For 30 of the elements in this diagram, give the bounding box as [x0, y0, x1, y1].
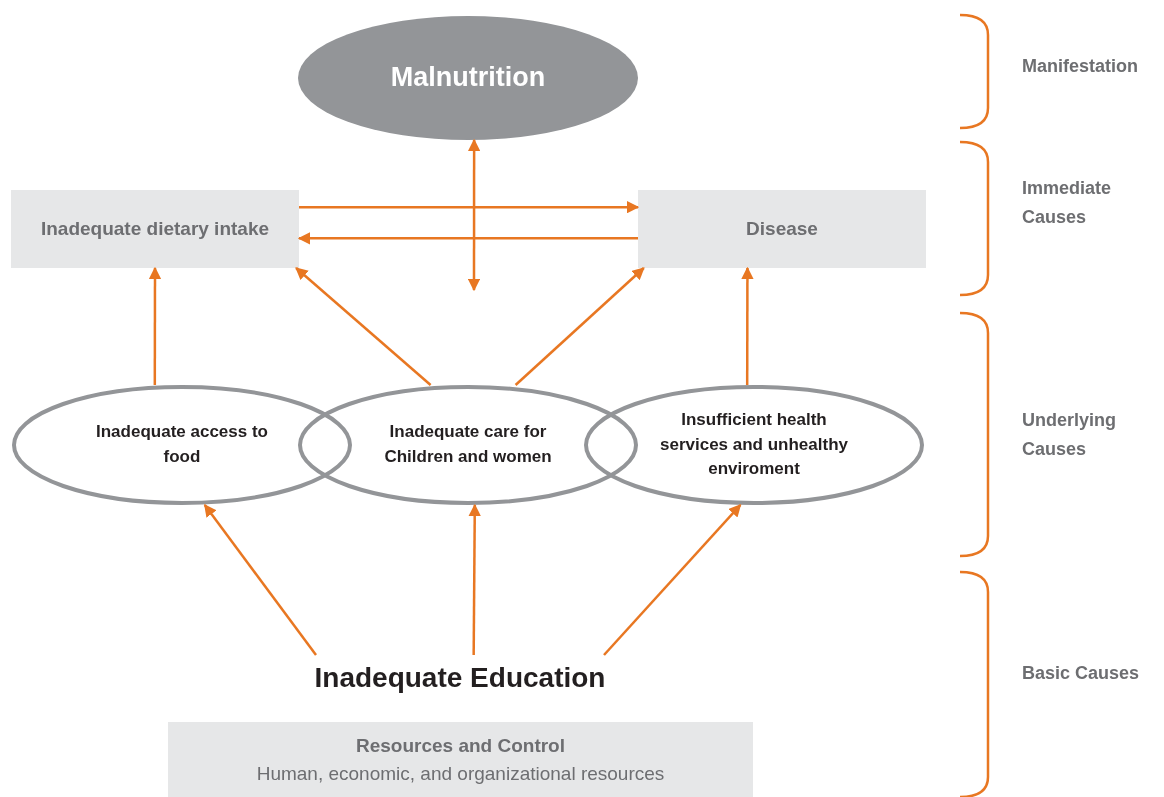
node-title: Malnutrition [390, 61, 546, 95]
node-title: Inadequate care for Children and women [383, 421, 553, 468]
stage-label: Underlying Causes [1022, 409, 1117, 461]
process-box [168, 722, 753, 797]
node-title: Inadequate dietary intake [40, 217, 270, 242]
node-title: Inadequate access to food [95, 421, 269, 468]
arrow [603, 504, 742, 656]
stage-label: Manifestation [1022, 55, 1139, 78]
ellipse-node [298, 16, 638, 140]
ellipse-node [12, 385, 352, 505]
arrow [295, 267, 432, 386]
arrow [299, 200, 640, 214]
stage-label: Immediate Causes [1022, 177, 1113, 229]
arrow [297, 232, 638, 245]
arrow [148, 266, 162, 385]
node-title: Disease [746, 217, 818, 242]
node-title: Inadequate Education [314, 660, 606, 695]
arrow [514, 267, 645, 386]
node-title: Resources and Control [355, 733, 565, 758]
ellipse-node [584, 385, 924, 505]
arrow [203, 504, 317, 656]
arrow [468, 503, 481, 655]
arrow [741, 266, 754, 385]
process-box [11, 190, 299, 268]
node-title: Insufficient health services and unhealthy enviroment [659, 409, 849, 481]
node-description: Human, economic, and organizational resources [256, 761, 665, 786]
arrow [467, 138, 481, 292]
ellipse-node [298, 385, 638, 505]
stage-label: Basic Causes [1022, 662, 1141, 685]
process-box [638, 190, 926, 268]
